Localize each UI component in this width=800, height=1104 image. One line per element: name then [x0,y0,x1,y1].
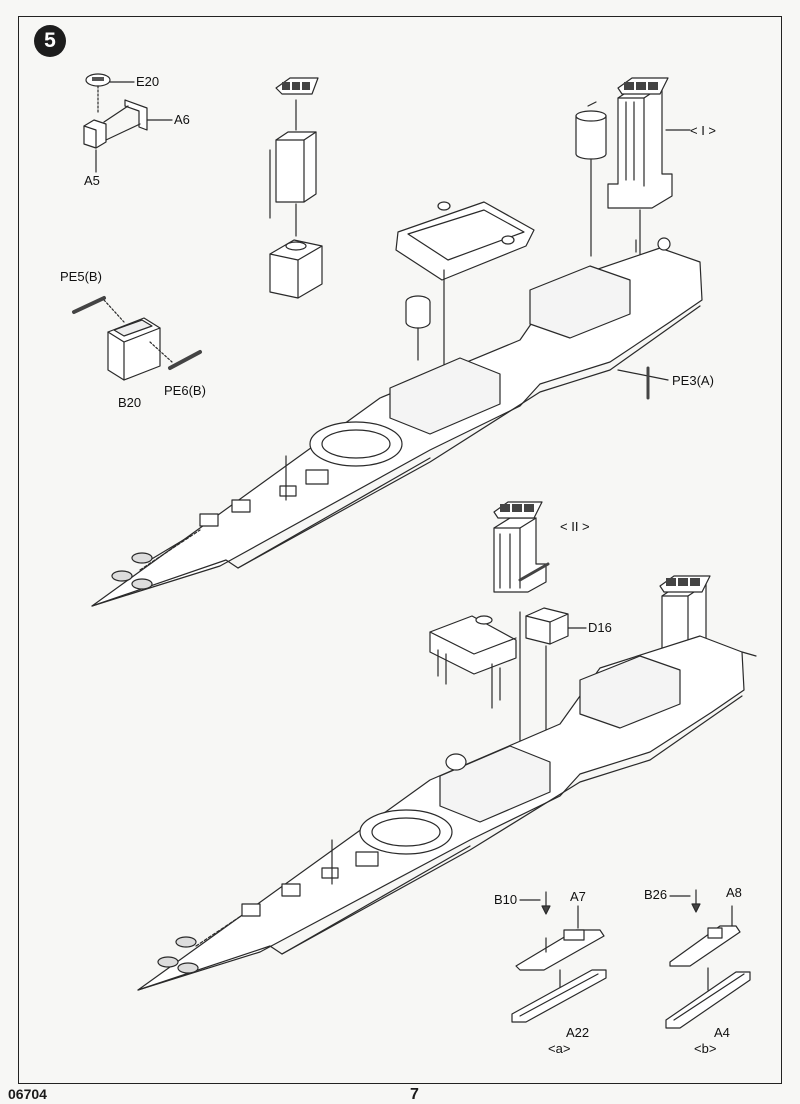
label-funnel-i: < I > [690,123,717,138]
funnel-i [607,77,673,209]
label-b20: B20 [118,395,142,410]
part-a7 [515,929,605,971]
hull-lower [137,635,757,991]
label-sub-b: <b> [694,1041,717,1056]
part-pe5b [72,296,106,314]
funnel-ii [493,501,550,593]
part-b20 [107,317,161,381]
label-pe6b: PE6(B) [164,383,206,398]
funnel-base-upper [269,239,323,299]
label-a4: A4 [714,1025,730,1040]
part-a8 [669,925,741,967]
deck-plate [395,201,535,281]
hull-upper [91,237,703,607]
label-a8: A8 [726,885,742,900]
label-b26: B26 [644,887,668,902]
label-a22: A22 [566,1025,590,1040]
part-a6 [124,99,173,131]
part-a22 [511,969,607,1023]
part-b10-pin [541,891,551,915]
part-e20 [85,73,111,87]
label-sub-a: <a> [548,1041,571,1056]
searchlight-platform [405,295,431,329]
label-a7: A7 [570,889,586,904]
page-number: 7 [410,1086,419,1103]
label-a6: A6 [174,112,190,127]
part-d16 [525,607,569,645]
label-pe3a: PE3(A) [672,373,714,388]
label-d16: D16 [588,620,612,635]
bridge-platform [429,615,517,709]
label-funnel-ii: < II > [560,519,590,534]
part-a5 [83,119,107,173]
funnel-upper [269,131,317,219]
mast-cylinder [575,101,607,160]
page-frame [18,16,782,1084]
label-e20: E20 [136,74,160,89]
funnel-cap-upper [275,77,319,95]
label-b10: B10 [494,892,518,907]
part-a4 [665,971,751,1029]
part-b26-pin [691,889,701,913]
step-number-badge: 5 [34,25,66,57]
product-code: 06704 [8,1086,47,1102]
label-a5: A5 [84,173,100,188]
label-pe5b: PE5(B) [60,269,102,284]
part-pe6b [168,350,202,370]
